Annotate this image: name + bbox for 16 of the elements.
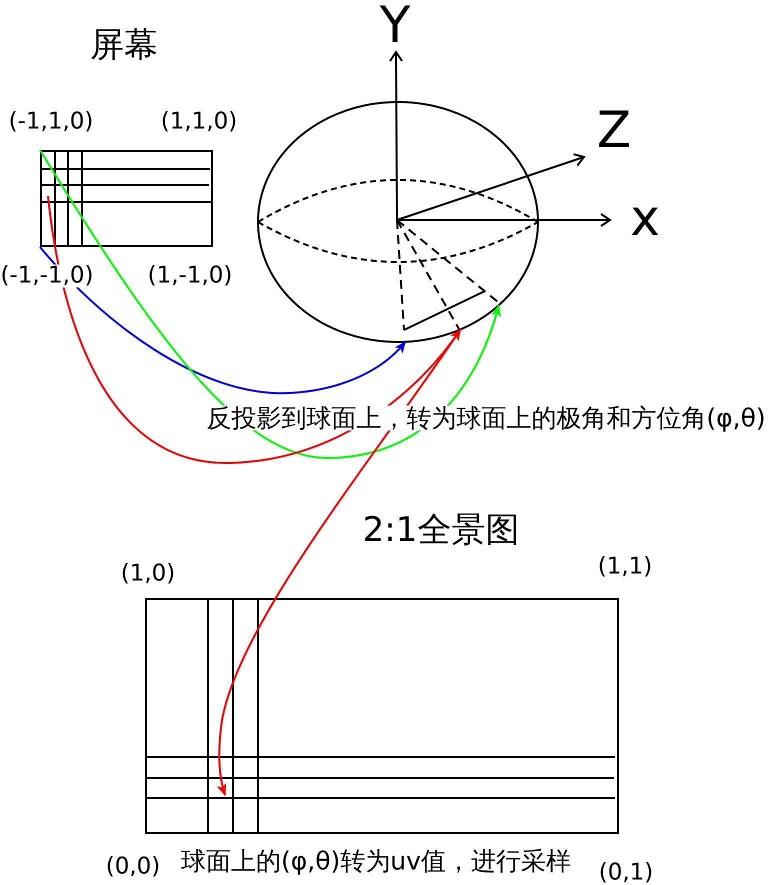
heading: 屏幕 (90, 28, 158, 62)
heading: 2:1全景图 (362, 513, 520, 547)
curved-arrow (46, 196, 462, 464)
curved-arrow (39, 246, 406, 394)
curved-arrow (39, 149, 500, 459)
description-text: 反投影到球面上，转为球面上的极角和方位角(φ,θ) (206, 406, 766, 430)
coordinate-label: (1,1,0) (160, 110, 238, 134)
coordinate-label: (1,-1,0) (148, 264, 232, 288)
coordinate-label: (-1,-1,0) (0, 264, 94, 288)
curved-arrow (216, 328, 462, 796)
coordinate-label: (0,0) (106, 856, 160, 878)
coordinate-label: (0,1) (598, 862, 654, 884)
coordinate-label: (1,0) (120, 562, 176, 586)
coordinate-label: (-1,1,0) (8, 110, 94, 134)
description-text: 球面上的(φ,θ)转为uv值，进行采样 (181, 848, 571, 874)
coordinate-label: (1,1) (598, 556, 652, 578)
